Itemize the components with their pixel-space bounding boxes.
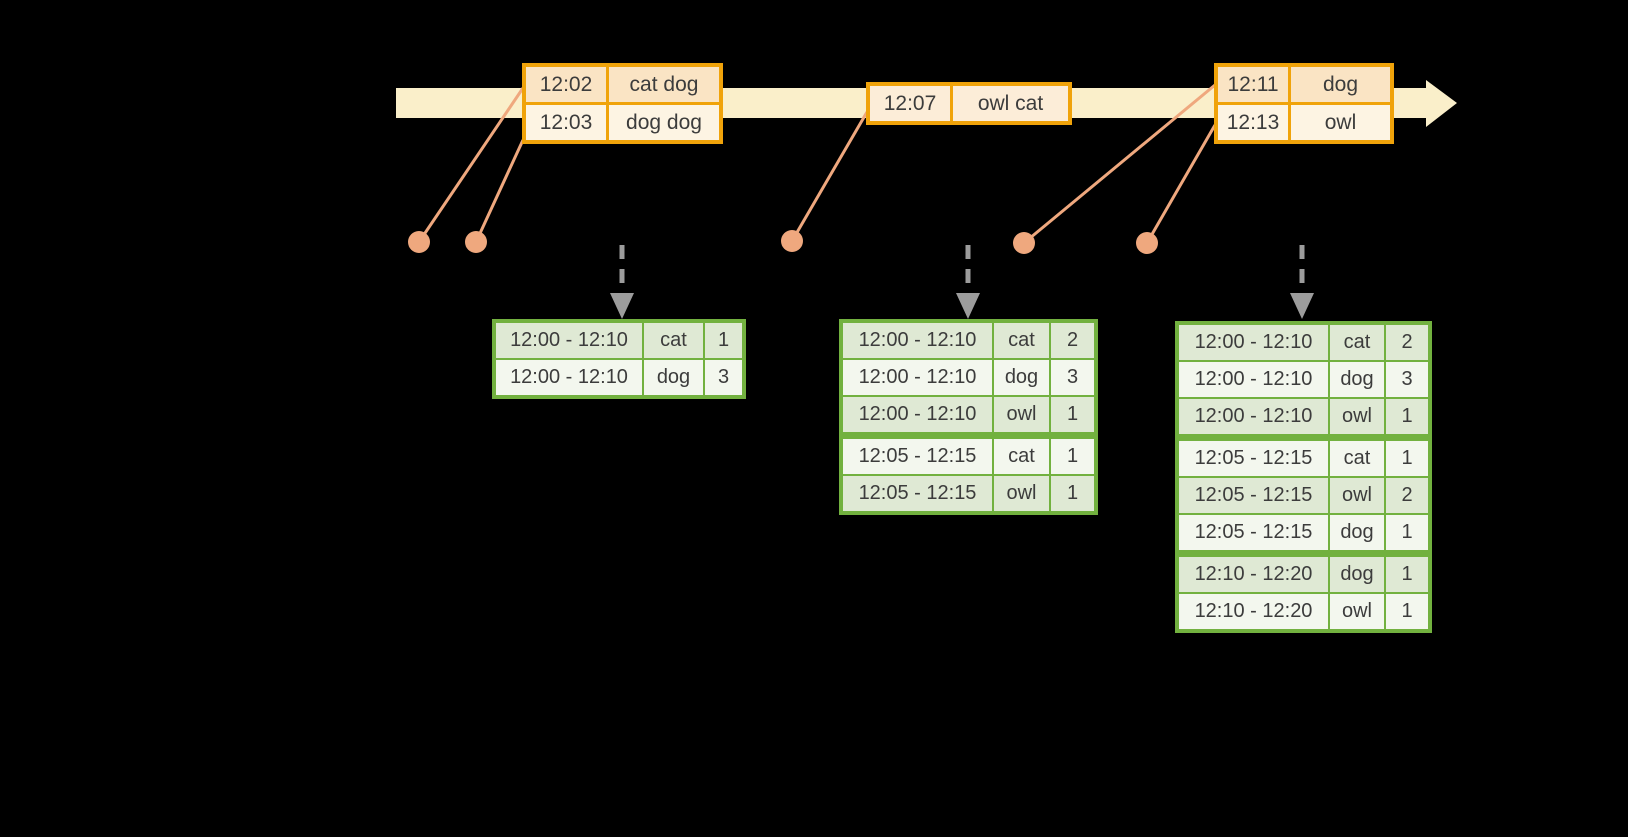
event-dot [781, 230, 803, 252]
result-window-cell: 12:05 - 12:15 [843, 476, 992, 511]
timeline-arrowhead-icon [1426, 80, 1457, 127]
result-count-cell: 1 [1386, 399, 1428, 434]
result-word-cell: cat [644, 323, 703, 358]
result-window-cell: 12:05 - 12:15 [1179, 441, 1328, 476]
result-word-cell: cat [994, 323, 1049, 358]
event-time-cell: 12:02 [526, 67, 606, 102]
result-window-cell: 12:00 - 12:10 [1179, 399, 1328, 434]
result-word-cell: cat [994, 439, 1049, 474]
trigger-arrowhead-icon [1290, 293, 1314, 319]
result-count-cell: 1 [1051, 476, 1094, 511]
result-word-cell: owl [994, 476, 1049, 511]
event-dot [1013, 232, 1035, 254]
result-word-cell: dog [644, 360, 703, 395]
result-count-cell: 2 [1386, 325, 1428, 360]
connector-line [1145, 124, 1217, 244]
result-word-cell: dog [994, 360, 1049, 395]
event-time-cell: 12:13 [1218, 105, 1288, 140]
result-window-cell: 12:00 - 12:10 [1179, 325, 1328, 360]
result-window-cell: 12:05 - 12:15 [1179, 478, 1328, 513]
connector-line [790, 111, 869, 242]
result-window-cell: 12:00 - 12:10 [496, 323, 642, 358]
event-words-cell: dog dog [609, 105, 719, 140]
event-words-cell: owl cat [953, 86, 1068, 121]
result-word-cell: dog [1330, 557, 1384, 592]
group-separator [1179, 552, 1428, 555]
event-dot [408, 231, 430, 253]
group-separator [1179, 436, 1428, 439]
result-count-cell: 2 [1386, 478, 1428, 513]
result-window-cell: 12:05 - 12:15 [843, 439, 992, 474]
result-window-cell: 12:00 - 12:10 [843, 323, 992, 358]
event-time-cell: 12:11 [1218, 67, 1288, 102]
result-count-cell: 3 [705, 360, 742, 395]
result-count-cell: 1 [1051, 439, 1094, 474]
result-count-cell: 3 [1051, 360, 1094, 395]
group-separator [843, 434, 1094, 437]
result-window-cell: 12:10 - 12:20 [1179, 594, 1328, 629]
result-count-cell: 1 [1051, 397, 1094, 432]
result-count-cell: 1 [1386, 557, 1428, 592]
trigger-arrowhead-icon [956, 293, 980, 319]
result-word-cell: owl [994, 397, 1049, 432]
result-count-cell: 1 [1386, 515, 1428, 550]
result-window-cell: 12:05 - 12:15 [1179, 515, 1328, 550]
event-words-cell: cat dog [609, 67, 719, 102]
result-word-cell: owl [1330, 594, 1384, 629]
event-words-cell: dog [1291, 67, 1390, 102]
result-word-cell: dog [1330, 362, 1384, 397]
trigger-arrowhead-icon [610, 293, 634, 319]
event-time-cell: 12:07 [870, 86, 950, 121]
result-word-cell: cat [1330, 325, 1384, 360]
result-count-cell: 1 [1386, 441, 1428, 476]
event-dot [1136, 232, 1158, 254]
event-time-cell: 12:03 [526, 105, 606, 140]
event-words-cell: owl [1291, 105, 1390, 140]
connector-line [417, 87, 525, 243]
result-count-cell: 2 [1051, 323, 1094, 358]
result-window-cell: 12:00 - 12:10 [496, 360, 642, 395]
connector-line [1023, 83, 1216, 245]
result-word-cell: owl [1330, 478, 1384, 513]
result-window-cell: 12:00 - 12:10 [843, 360, 992, 395]
event-dot [465, 231, 487, 253]
result-word-cell: owl [1330, 399, 1384, 434]
result-window-cell: 12:00 - 12:10 [1179, 362, 1328, 397]
result-window-cell: 12:10 - 12:20 [1179, 557, 1328, 592]
result-window-cell: 12:00 - 12:10 [843, 397, 992, 432]
result-word-cell: cat [1330, 441, 1384, 476]
connector-line [474, 139, 525, 243]
result-word-cell: dog [1330, 515, 1384, 550]
result-count-cell: 3 [1386, 362, 1428, 397]
result-count-cell: 1 [1386, 594, 1428, 629]
result-count-cell: 1 [705, 323, 742, 358]
